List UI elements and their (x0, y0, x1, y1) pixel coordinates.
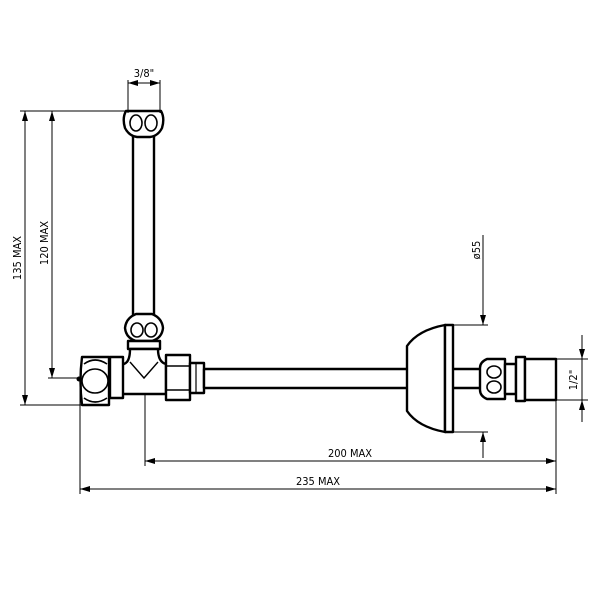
dimension-label-135-max: 135 MAX (11, 236, 24, 280)
dimension-label-120-max: 120 MAX (38, 221, 51, 265)
dimension-235-max: 235 MAX (79, 383, 556, 494)
dimension-label-diameter-55: ø55 (470, 241, 483, 260)
wall-connection-fitting (478, 355, 558, 403)
dimension-120-max: 120 MAX (38, 111, 80, 379)
left-hex-nut (76, 355, 125, 407)
dimension-1-2: 1/2" (556, 335, 588, 422)
dimension-200-max: 200 MAX (144, 394, 557, 494)
union-nut (164, 353, 206, 402)
dimension-label-3-8: 3/8" (134, 67, 154, 80)
vertical-pipe (131, 132, 156, 318)
top-compression-nut (122, 109, 165, 139)
lower-compression-nut (123, 312, 165, 351)
dimension-diameter-55: ø55 (453, 235, 488, 458)
dimension-label-1-2: 1/2" (567, 370, 580, 390)
wall-rosette (405, 323, 455, 434)
dimension-3-8: 3/8" (127, 67, 161, 113)
dimension-135-max: 135 MAX (11, 110, 126, 406)
dimension-label-235-max: 235 MAX (296, 475, 340, 488)
dimension-label-200-max: 200 MAX (328, 447, 372, 460)
